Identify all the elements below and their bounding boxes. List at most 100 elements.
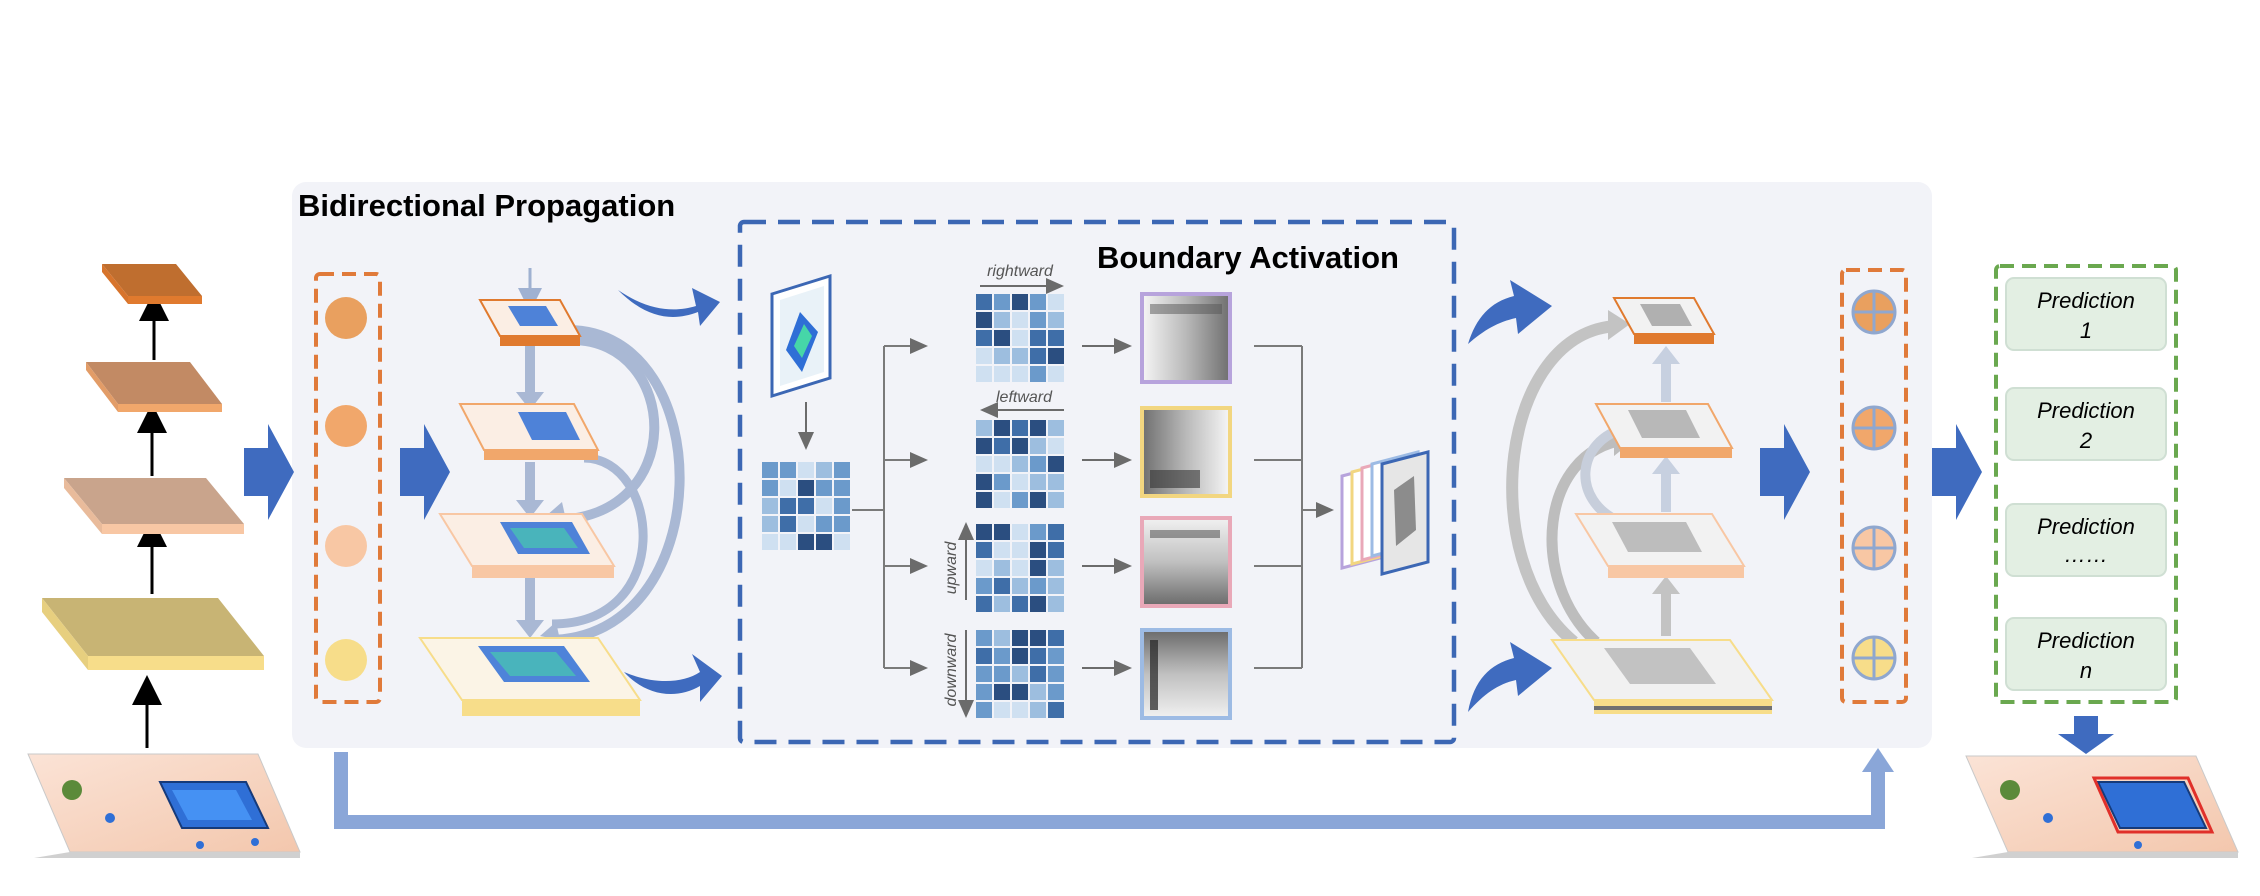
heatmap-cell <box>994 492 1010 508</box>
heatmap-cell <box>976 542 992 558</box>
heatmap-cell <box>976 596 992 612</box>
heatmap-cell <box>976 330 992 346</box>
heatmap-cell <box>994 578 1010 594</box>
heatmap-cell <box>994 702 1010 718</box>
heatmap-cell <box>1030 666 1046 682</box>
heatmap-cell <box>762 516 778 532</box>
activation-map-downward <box>1140 628 1232 720</box>
heatmap-cell <box>1012 330 1028 346</box>
backbone-level-1 <box>102 264 202 304</box>
feature-circles-box <box>314 272 382 704</box>
heatmap-cell <box>994 420 1010 436</box>
heatmap-cell <box>1012 542 1028 558</box>
heatmap-cell <box>1012 648 1028 664</box>
arrow-fusion-to-predictions <box>1932 424 1982 520</box>
heatmap-cell <box>994 630 1010 646</box>
heatmap-cell <box>1048 438 1064 454</box>
fusion-icon-2 <box>1851 405 1897 451</box>
heatmap-cell <box>834 462 850 478</box>
merged-activation-stack <box>1340 450 1430 576</box>
heatmap-cell <box>976 420 992 436</box>
prediction-3-line2: …… <box>2064 542 2108 567</box>
heatmap-cell <box>994 648 1010 664</box>
heatmap-cell <box>1048 666 1064 682</box>
heatmap-cell <box>976 702 992 718</box>
heatmap-cell <box>1030 648 1046 664</box>
heatmap-cell <box>1030 366 1046 382</box>
direction-grid-rightward <box>976 294 1064 382</box>
title-boundary-activation: Boundary Activation <box>1097 240 1399 275</box>
heatmap-cell <box>994 366 1010 382</box>
heatmap-cell <box>976 492 992 508</box>
backbone-level-4 <box>42 598 264 670</box>
arrow-from-boundary-top <box>1468 280 1552 344</box>
heatmap-cell <box>1012 492 1028 508</box>
heatmap-cell <box>994 312 1010 328</box>
heatmap-cell <box>1012 560 1028 576</box>
heatmap-cell <box>1048 474 1064 490</box>
heatmap-cell <box>762 534 778 550</box>
heatmap-cell <box>798 480 814 496</box>
heatmap-cell <box>1030 492 1046 508</box>
heatmap-cell <box>1012 702 1028 718</box>
heatmap-cell <box>1012 666 1028 682</box>
feature-circle-2 <box>325 405 367 447</box>
heatmap-cell <box>976 684 992 700</box>
heatmap-cell <box>816 480 832 496</box>
heatmap-cell <box>994 596 1010 612</box>
heatmap-cell <box>994 456 1010 472</box>
refinement-stack <box>1506 297 1774 714</box>
heatmap-cell <box>976 312 992 328</box>
heatmap-cell <box>1030 524 1046 540</box>
skip-connection-arrowhead <box>1862 748 1894 772</box>
heatmap-cell <box>816 516 832 532</box>
heatmap-cell <box>1030 330 1046 346</box>
label-rightward: rightward <box>987 263 1054 280</box>
boundary-activation-box <box>737 219 1457 745</box>
arrow-stack-to-fusion <box>1760 424 1810 520</box>
heatmap-cell <box>1030 420 1046 436</box>
arrow-backbone-to-features <box>244 424 294 520</box>
heatmap-cell <box>834 534 850 550</box>
heatmap-cell <box>1048 366 1064 382</box>
heatmap-cell <box>1012 474 1028 490</box>
feature-circle-4 <box>325 639 367 681</box>
heatmap-cell <box>1030 578 1046 594</box>
heatmap-cell <box>1048 456 1064 472</box>
heatmap-cell <box>976 294 992 310</box>
heatmap-cell <box>1048 420 1064 436</box>
title-bidirectional-propagation: Bidirectional Propagation <box>298 188 675 223</box>
merge-connectors <box>1254 345 1334 669</box>
heatmap-cell <box>1048 648 1064 664</box>
prediction-4-line1: Prediction <box>2037 628 2135 653</box>
heatmap-cell <box>1012 630 1028 646</box>
prediction-item-2: Prediction 2 <box>2005 387 2167 461</box>
heatmap-cell <box>1048 578 1064 594</box>
heatmap-cell <box>798 498 814 514</box>
backbone-level-3 <box>64 478 244 534</box>
label-upward: upward <box>943 541 960 595</box>
heatmap-cell <box>976 524 992 540</box>
output-image <box>1965 755 2239 858</box>
heatmap-cell <box>1012 420 1028 436</box>
prediction-2-line1: Prediction <box>2037 398 2135 423</box>
heatmap-cell <box>1048 294 1064 310</box>
heatmap-cell <box>994 330 1010 346</box>
heatmap-cell <box>994 524 1010 540</box>
heatmap-cell <box>780 498 796 514</box>
activation-map-upward <box>1140 516 1232 608</box>
heatmap-cell <box>994 438 1010 454</box>
heatmap-cell <box>816 534 832 550</box>
heatmap-cell <box>816 462 832 478</box>
activation-map-leftward <box>1140 406 1232 498</box>
input-heatmap-grid <box>762 462 850 550</box>
fusion-circles-box <box>1840 268 1908 704</box>
heatmap-cell <box>994 684 1010 700</box>
heatmap-cell <box>1048 684 1064 700</box>
heatmap-cell <box>1030 596 1046 612</box>
direction-grid-downward <box>976 630 1064 718</box>
heatmap-cell <box>1048 542 1064 558</box>
heatmap-cell <box>798 516 814 532</box>
heatmap-cell <box>976 666 992 682</box>
